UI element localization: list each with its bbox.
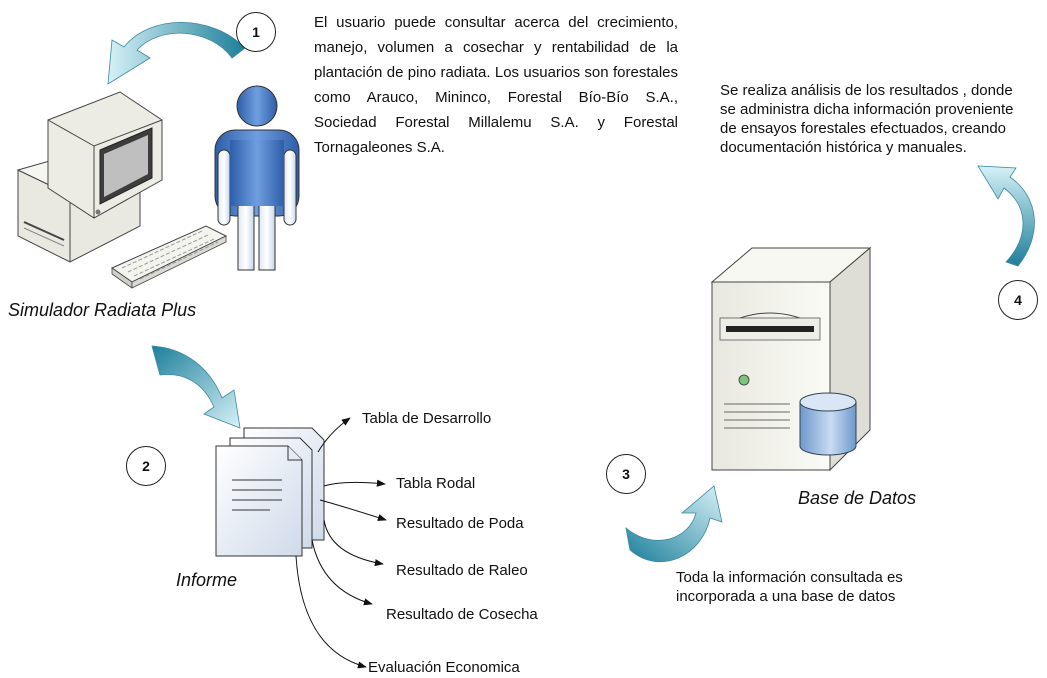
step-3-badge: 3: [606, 454, 646, 494]
cycle-arrow-report-to-database: [625, 485, 723, 563]
report-documents-icon: [215, 427, 325, 557]
output-evaluacion-economica: Evaluación Economica: [368, 659, 520, 676]
cycle-arrow-user-to-computer: [107, 22, 246, 85]
output-tabla-rodal: Tabla Rodal: [396, 475, 476, 492]
computer-caption: Simulador Radiata Plus: [8, 300, 197, 320]
output-resultado-cosecha: Resultado de Cosecha: [386, 606, 538, 623]
connector-evaluacion-economica: [295, 555, 367, 669]
cycle-arrow-computer-to-report: [151, 345, 241, 429]
step-4-description: Se realiza análisis de los resultados , …: [720, 82, 1014, 156]
step-2-badge: 2: [126, 446, 166, 486]
report-caption: Informe: [176, 570, 238, 590]
cycle-arrow-database-to-analysis: [977, 165, 1035, 267]
output-resultado-raleo: Resultado de Raleo: [396, 562, 528, 579]
database-caption: Base de Datos: [798, 488, 917, 508]
connector-resultado-poda: [319, 499, 387, 521]
step-1-badge: 1: [236, 12, 276, 52]
computer-icon: [16, 91, 228, 289]
connector-resultado-cosecha: [311, 539, 373, 606]
report-output-connectors: [295, 417, 387, 669]
step-1-description: El usuario puede consultar acerca del cr…: [314, 14, 678, 156]
step-4-badge: 4: [998, 280, 1038, 320]
output-tabla-desarrollo: Tabla de Desarrollo: [362, 410, 492, 427]
database-server-icon: [710, 246, 872, 472]
user-person-icon: [214, 85, 300, 271]
output-resultado-poda: Resultado de Poda: [396, 515, 524, 532]
connector-resultado-raleo: [323, 519, 384, 567]
connector-tabla-desarrollo: [317, 417, 351, 453]
connector-tabla-rodal: [323, 479, 386, 487]
step-3-description: Toda la información consultada es incorp…: [676, 569, 903, 605]
